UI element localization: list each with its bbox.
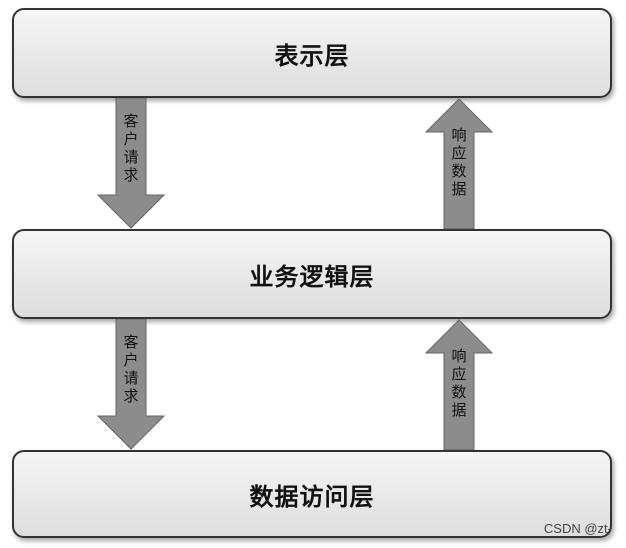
up-arrow-icon bbox=[425, 319, 493, 450]
arrow-char: 请 bbox=[123, 148, 139, 166]
response-data-arrow-2: 响 应 数 据 bbox=[425, 319, 493, 450]
arrow-char: 户 bbox=[123, 130, 139, 148]
response-data-label-2: 响 应 数 据 bbox=[425, 347, 493, 419]
business-logic-layer-label: 业务逻辑层 bbox=[249, 262, 375, 291]
arrow-char: 响 bbox=[451, 126, 467, 144]
up-arrow-icon bbox=[425, 98, 493, 229]
data-access-layer: 数据访问层 bbox=[12, 450, 612, 538]
arrow-char: 客 bbox=[123, 112, 139, 130]
response-data-arrow-1: 响 应 数 据 bbox=[425, 98, 493, 229]
data-access-layer-label: 数据访问层 bbox=[249, 482, 375, 511]
arrow-char: 响 bbox=[451, 347, 467, 365]
arrow-char: 应 bbox=[451, 144, 467, 162]
business-logic-layer: 业务逻辑层 bbox=[12, 229, 612, 319]
down-arrow-icon bbox=[97, 98, 165, 229]
arrow-char: 客 bbox=[123, 333, 139, 351]
watermark: CSDN @zt- bbox=[543, 521, 612, 536]
arrow-char: 请 bbox=[123, 369, 139, 387]
arrow-char: 据 bbox=[451, 401, 467, 419]
arrow-char: 数 bbox=[451, 383, 467, 401]
client-request-label-1: 客 户 请 求 bbox=[97, 112, 165, 184]
presentation-layer-label: 表示层 bbox=[274, 41, 350, 70]
arrow-char: 求 bbox=[123, 166, 139, 184]
client-request-arrow-2: 客 户 请 求 bbox=[97, 319, 165, 450]
client-request-label-2: 客 户 请 求 bbox=[97, 333, 165, 405]
presentation-layer: 表示层 bbox=[12, 8, 612, 98]
arrow-char: 应 bbox=[451, 365, 467, 383]
arrow-char: 据 bbox=[451, 180, 467, 198]
down-arrow-icon bbox=[97, 319, 165, 450]
arrow-char: 求 bbox=[123, 387, 139, 405]
response-data-label-1: 响 应 数 据 bbox=[425, 126, 493, 198]
client-request-arrow-1: 客 户 请 求 bbox=[97, 98, 165, 229]
arrow-char: 户 bbox=[123, 351, 139, 369]
arrow-char: 数 bbox=[451, 162, 467, 180]
